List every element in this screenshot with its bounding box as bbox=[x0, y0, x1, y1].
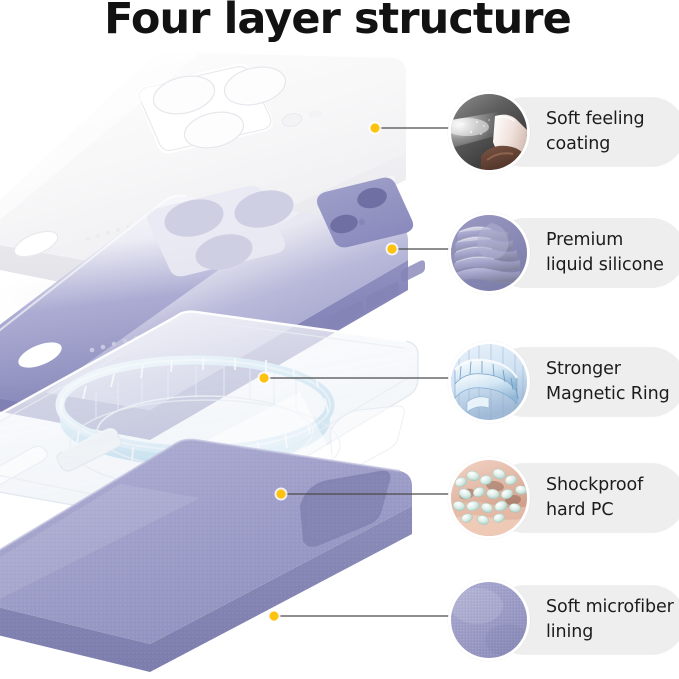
magnetic-ring-photo bbox=[448, 341, 530, 423]
callout-label-line2: Magnetic Ring bbox=[546, 384, 670, 404]
callout-label-line1: Soft microfiber bbox=[546, 597, 674, 617]
liquid-silicone-photo bbox=[448, 212, 530, 294]
callout-label-line1: Soft feeling bbox=[546, 109, 645, 129]
callout-label: Soft feeling coating bbox=[546, 107, 645, 157]
callout-label: Stronger Magnetic Ring bbox=[546, 357, 670, 407]
callout-premium-liquid-silicone[interactable]: Premium liquid silicone bbox=[448, 205, 679, 301]
callout-soft-microfiber-lining[interactable]: Soft microfiber lining bbox=[448, 572, 679, 668]
callout-label-line1: Stronger bbox=[546, 359, 621, 379]
microfiber-texture-photo bbox=[448, 579, 530, 661]
callout-label: Shockproof hard PC bbox=[546, 473, 643, 523]
callout-label-line2: liquid silicone bbox=[546, 255, 664, 275]
callout-label-line1: Shockproof bbox=[546, 475, 644, 495]
callout-label: Soft microfiber lining bbox=[546, 595, 674, 645]
product-exploded-view bbox=[0, 52, 425, 672]
callout-label: Premium liquid silicone bbox=[546, 228, 664, 278]
callout-soft-feeling-coating[interactable]: Soft feeling coating bbox=[448, 84, 679, 180]
spray-coating-photo bbox=[448, 91, 530, 173]
callout-label-line2: lining bbox=[546, 622, 594, 642]
callout-label-line2: coating bbox=[546, 134, 611, 154]
callout-label-line2: hard PC bbox=[546, 500, 614, 520]
callout-label-line1: Premium bbox=[546, 230, 624, 250]
page-title: Four layer structure bbox=[104, 0, 572, 44]
callout-stronger-magnetic-ring[interactable]: Stronger Magnetic Ring bbox=[448, 334, 679, 430]
pc-pellets-photo bbox=[448, 457, 530, 539]
callout-shockproof-hard-pc[interactable]: Shockproof hard PC bbox=[448, 450, 679, 546]
layer-soft-microfiber-lining bbox=[0, 438, 412, 672]
